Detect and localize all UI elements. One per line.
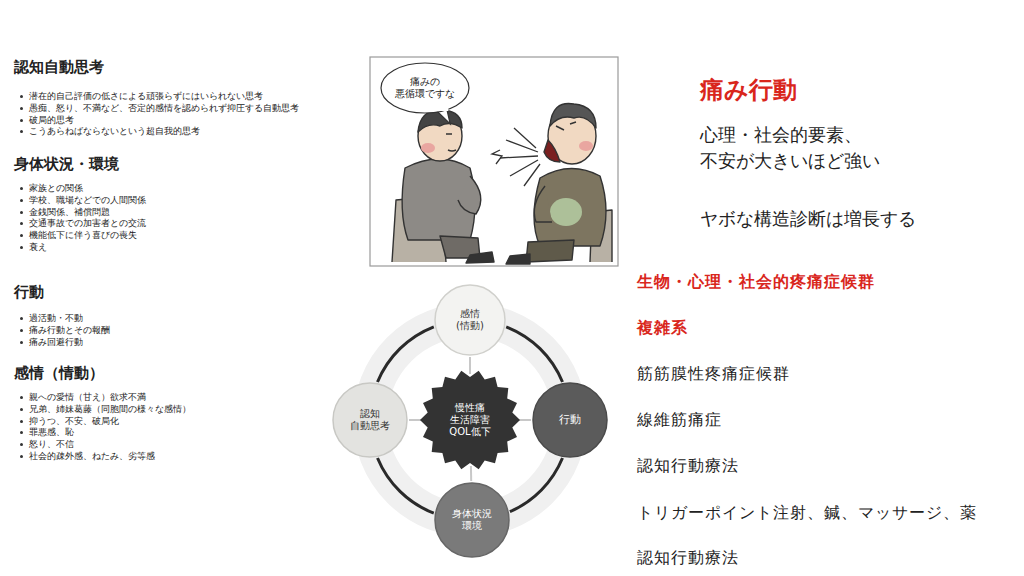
node-text: 行動 <box>546 413 594 426</box>
open-mouth <box>544 140 560 162</box>
bullet-item: 怒り、不信 <box>18 439 74 450</box>
calm-man <box>392 110 494 263</box>
spoke-line <box>470 466 472 481</box>
belly <box>550 198 582 226</box>
topic-item: 筋筋膜性疼痛症候群 <box>637 364 790 385</box>
topic-item: 認知行動療法 <box>637 548 739 569</box>
burst-lines <box>500 128 540 186</box>
arm <box>458 176 481 214</box>
burst-zigzag <box>492 150 502 164</box>
topic-item: トリガーポイント注射、鍼、マッサージ、薬 <box>637 503 977 524</box>
bullet-item: 過活動・不動 <box>18 313 83 324</box>
cheek <box>421 143 435 153</box>
torso <box>534 168 606 246</box>
spoke-line <box>469 357 471 374</box>
bullet-item: 親への愛情（甘え）欲求不満 <box>18 392 146 403</box>
ring-arc <box>510 458 563 512</box>
ring-arc <box>378 327 434 382</box>
bullet-item: 痛み行動とその報酬 <box>18 325 110 336</box>
cognition-circle: 認知 自動思考 <box>332 382 408 458</box>
red-heading: 痛み行動 <box>700 74 797 106</box>
node-text: 慢性痛 生活障害 QOL低下 <box>443 402 497 438</box>
shoe <box>466 252 494 263</box>
bullet-item: こうあらねばならないという超自我的思考 <box>18 126 200 137</box>
brows <box>556 122 576 130</box>
section-heading: 身体状況・環境 <box>14 155 119 174</box>
section-heading: 行動 <box>14 283 44 302</box>
ring-arc <box>506 327 562 382</box>
circle-shape <box>435 285 505 355</box>
ring-arc <box>378 458 434 513</box>
face <box>446 134 456 151</box>
hair <box>550 103 596 128</box>
section-heading: 認知自動思考 <box>14 58 104 77</box>
bullet-item: 家族との関係 <box>18 183 83 194</box>
node-text: 身体状況 環境 <box>448 508 496 532</box>
note-text: ヤボな構造診断は増長する <box>700 207 916 231</box>
bubble-join <box>434 105 448 111</box>
emotion-circle: 感情 (情動) <box>434 284 506 356</box>
bullet-item: 社会的疎外感、ねたみ、劣等感 <box>18 451 155 462</box>
bullet-item: 兄弟、姉妹葛藤（同胞間の様々な感情） <box>18 404 191 415</box>
bullet-item: 金銭関係、補償問題 <box>18 207 110 218</box>
arm <box>534 186 552 222</box>
topic-item: 線維筋痛症 <box>637 410 722 431</box>
behavior-circle: 行動 <box>532 382 608 458</box>
note-text: 心理・社会的要素、 不安が大きいほど強い <box>700 122 900 174</box>
bullet-item: 機能低下に伴う喜びの喪失 <box>18 230 137 241</box>
bullet-item: 罪悪感、恥 <box>18 427 74 438</box>
node-text: 認知 自動思考 <box>346 408 394 432</box>
shoe <box>506 254 530 264</box>
illustration-frame <box>370 57 618 266</box>
bullet-item: 学校、職場などでの人間関係 <box>18 195 146 206</box>
body-env-circle: 身体状況 環境 <box>434 482 510 558</box>
bullet-item: 交通事故での加害者との交流 <box>18 218 146 229</box>
bullet-item: 痛み回避行動 <box>18 337 83 348</box>
topic-item: 複雑系 <box>637 318 688 339</box>
bullet-item: 潜在的自己評価の低さによる頑張らずにはいられない思考 <box>18 91 263 102</box>
circle-shape <box>435 483 509 557</box>
leg <box>526 240 574 262</box>
node-text: 痛みの 悪循環ですな <box>393 76 457 100</box>
speech-bubble: 痛みの 悪循環ですな <box>380 62 470 114</box>
section-heading: 感情（情動） <box>14 364 104 383</box>
center-starburst: 慢性痛 生活障害 QOL低下 <box>420 370 520 470</box>
circle-shape <box>533 383 607 457</box>
node-text: 感情 (情動) <box>448 308 492 332</box>
cheek <box>579 141 593 151</box>
topic-item: 生物・心理・社会的疼痛症候群 <box>637 272 875 293</box>
bullet-item: 愚痴、怒り、不満など、否定的感情を認められず抑圧する自動思考 <box>18 103 299 114</box>
topic-item: 認知行動療法 <box>637 456 739 477</box>
bubble-shape <box>381 63 469 113</box>
circle-shape <box>333 383 407 457</box>
bullet-item: 破局的思考 <box>18 115 74 126</box>
bullet-item: 抑うつ、不安、破局化 <box>18 416 119 427</box>
starburst-shape <box>420 371 520 469</box>
angry-man <box>506 103 612 264</box>
bullet-item: 衰え <box>18 242 47 253</box>
shout-burst <box>492 128 540 186</box>
